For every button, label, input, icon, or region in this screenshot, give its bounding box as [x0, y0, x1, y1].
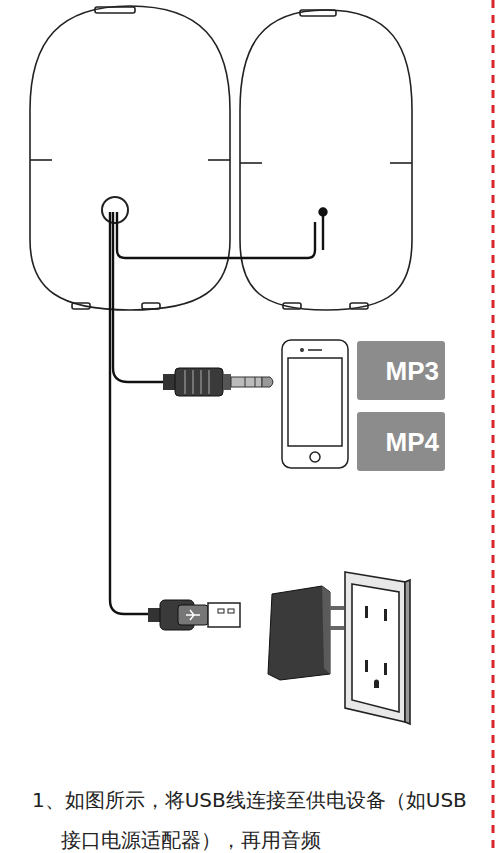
caption: 1、如图所示，将USB线连接至供电设备（如USB接口电源适配器），再用音频 [32, 780, 477, 853]
format-badge: MP3 [357, 341, 445, 400]
audio-cable [113, 212, 165, 382]
badge-text: MP3 [386, 358, 439, 384]
left-speaker [30, 6, 230, 310]
right-speaker [240, 10, 412, 310]
audio-plug [163, 368, 273, 396]
usb-plug [148, 600, 240, 630]
badge-text: MP4 [386, 429, 439, 455]
speaker-wire [117, 212, 315, 258]
usb-cable [110, 212, 150, 614]
format-badge: MP4 [357, 412, 445, 471]
power-adapter [268, 586, 344, 680]
wall-outlet [345, 572, 410, 724]
smartphone [282, 340, 348, 468]
dashed-border [492, 0, 495, 853]
